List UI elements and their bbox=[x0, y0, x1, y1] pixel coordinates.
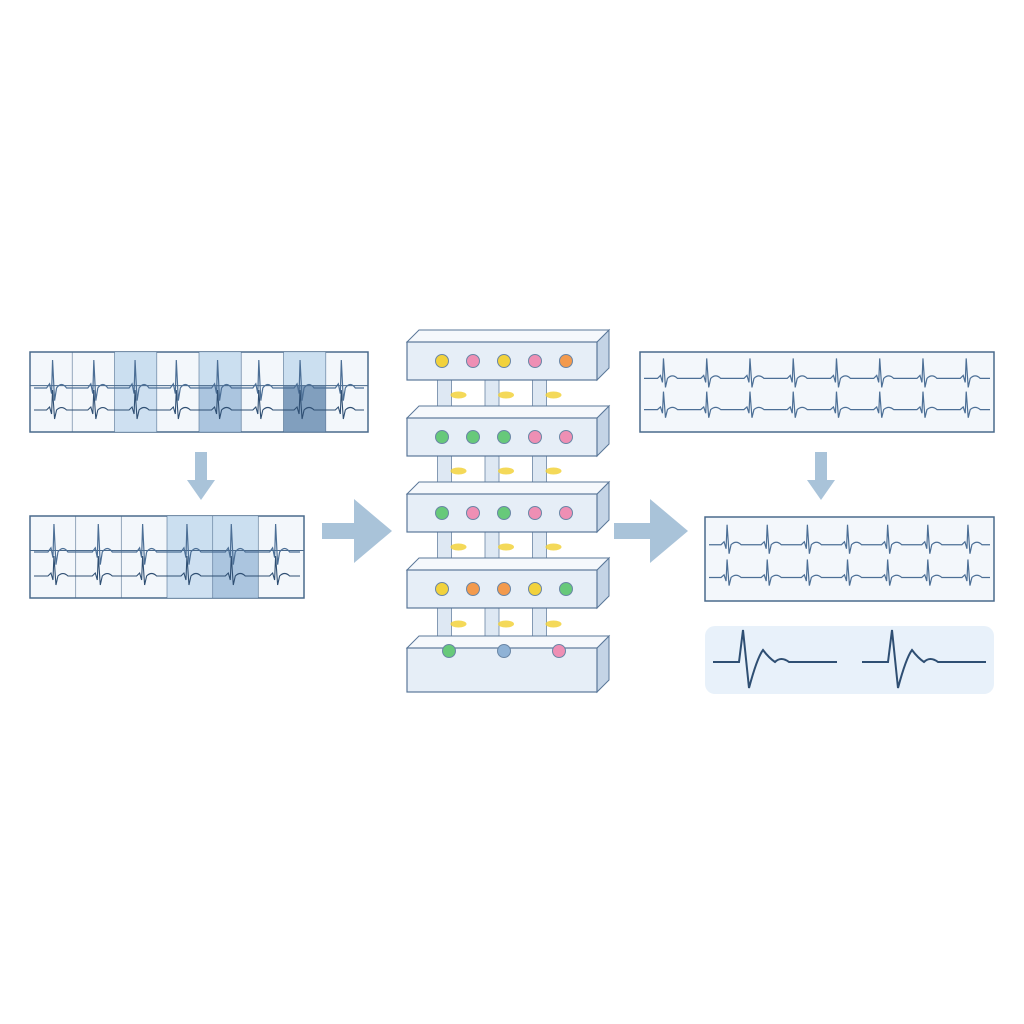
input-ecg-segmented-bottom bbox=[29, 515, 305, 599]
layer-connections bbox=[437, 527, 562, 565]
panel-frame bbox=[639, 351, 995, 433]
network-layer-1 bbox=[405, 328, 611, 382]
ecg-trace-clean-upper bbox=[709, 524, 990, 554]
arrow-shaft bbox=[322, 523, 358, 539]
arrow-to-network bbox=[322, 499, 392, 563]
layer-connections bbox=[437, 603, 562, 643]
network-layer-4 bbox=[405, 556, 611, 610]
arrow-shaft bbox=[815, 452, 827, 482]
input-panels bbox=[29, 351, 369, 599]
neuron-node-green bbox=[497, 506, 511, 520]
neuron-node-orange bbox=[466, 582, 480, 596]
highlight-segment bbox=[199, 385, 242, 432]
arrow-input-down bbox=[187, 452, 215, 500]
neuron-node-pink bbox=[559, 506, 573, 520]
neuron-node-pink bbox=[559, 430, 573, 444]
neuron-node-pink bbox=[528, 506, 542, 520]
ecg-trace-clean-upper bbox=[644, 358, 990, 388]
layer-top-face bbox=[405, 329, 611, 343]
highlight-segment-top bbox=[212, 516, 259, 551]
flow-arrows bbox=[187, 452, 835, 563]
activation-glow bbox=[498, 620, 514, 628]
neuron-node-green bbox=[497, 430, 511, 444]
layer-top-face bbox=[405, 481, 611, 495]
neuron-node-green bbox=[442, 644, 456, 658]
arrow-head bbox=[650, 499, 688, 563]
neuron-node-pink bbox=[466, 354, 480, 368]
layer-top-face bbox=[405, 405, 611, 419]
neuron-node-yellow bbox=[435, 354, 449, 368]
activation-glow bbox=[545, 620, 562, 628]
arrow-from-network bbox=[614, 499, 688, 563]
template-panel-bg bbox=[705, 626, 994, 694]
activation-glow bbox=[498, 543, 514, 551]
panel-frame bbox=[704, 516, 995, 602]
neuron-node-green bbox=[435, 430, 449, 444]
arrow-head bbox=[807, 480, 835, 500]
highlight-segment-top bbox=[167, 516, 213, 551]
neuron-node-pink bbox=[528, 430, 542, 444]
neuron-node-pink bbox=[466, 506, 480, 520]
output-ecg-clean-bottom bbox=[704, 516, 995, 602]
layer-connections bbox=[437, 451, 562, 489]
neuron-node-orange bbox=[559, 354, 573, 368]
heartbeat-template-2 bbox=[862, 629, 986, 689]
highlight-segment bbox=[212, 550, 259, 598]
network-layer-5 bbox=[405, 634, 611, 694]
neuron-node-yellow bbox=[528, 582, 542, 596]
neuron-node-yellow bbox=[497, 354, 511, 368]
output-panels bbox=[639, 351, 995, 694]
arrow-shaft bbox=[614, 523, 654, 539]
activation-glow bbox=[545, 467, 562, 475]
activation-glow bbox=[498, 391, 514, 399]
output-ecg-clean-top bbox=[639, 351, 995, 433]
arrow-head bbox=[354, 499, 392, 563]
ecg-trace-lower bbox=[34, 555, 300, 586]
layer-top-face bbox=[405, 557, 611, 571]
activation-glow bbox=[545, 391, 562, 399]
activation-glow bbox=[498, 467, 514, 475]
activation-glow bbox=[450, 467, 467, 475]
neuron-node-green bbox=[559, 582, 573, 596]
activation-glow bbox=[450, 620, 467, 628]
arrow-output-down bbox=[807, 452, 835, 500]
neuron-node-pink bbox=[528, 354, 542, 368]
ecg-trace-clean-lower bbox=[644, 391, 990, 418]
heartbeat-template-1 bbox=[713, 629, 837, 689]
network-layer-2 bbox=[405, 404, 611, 458]
activation-glow bbox=[545, 543, 562, 551]
ecg-trace-upper bbox=[34, 523, 300, 565]
neuron-node-green bbox=[435, 506, 449, 520]
highlight-segment-top bbox=[199, 352, 242, 386]
heartbeat-template-panel bbox=[705, 626, 994, 694]
neuron-node-orange bbox=[497, 582, 511, 596]
neuron-node-blue bbox=[497, 644, 511, 658]
arrow-head bbox=[187, 480, 215, 500]
neuron-node-pink bbox=[552, 644, 566, 658]
ecg-trace-clean-lower bbox=[709, 559, 990, 586]
neuron-node-yellow bbox=[435, 582, 449, 596]
activation-glow bbox=[450, 391, 467, 399]
network-layer-3 bbox=[405, 480, 611, 534]
ecg-trace-upper bbox=[34, 359, 364, 401]
activation-glow bbox=[450, 543, 467, 551]
neural-network-stack bbox=[405, 328, 611, 694]
highlight-segment-top bbox=[283, 352, 326, 386]
neuron-node-green bbox=[466, 430, 480, 444]
input-ecg-segmented-top bbox=[29, 351, 369, 433]
arrow-shaft bbox=[195, 452, 207, 482]
ecg-trace-lower bbox=[34, 389, 364, 420]
